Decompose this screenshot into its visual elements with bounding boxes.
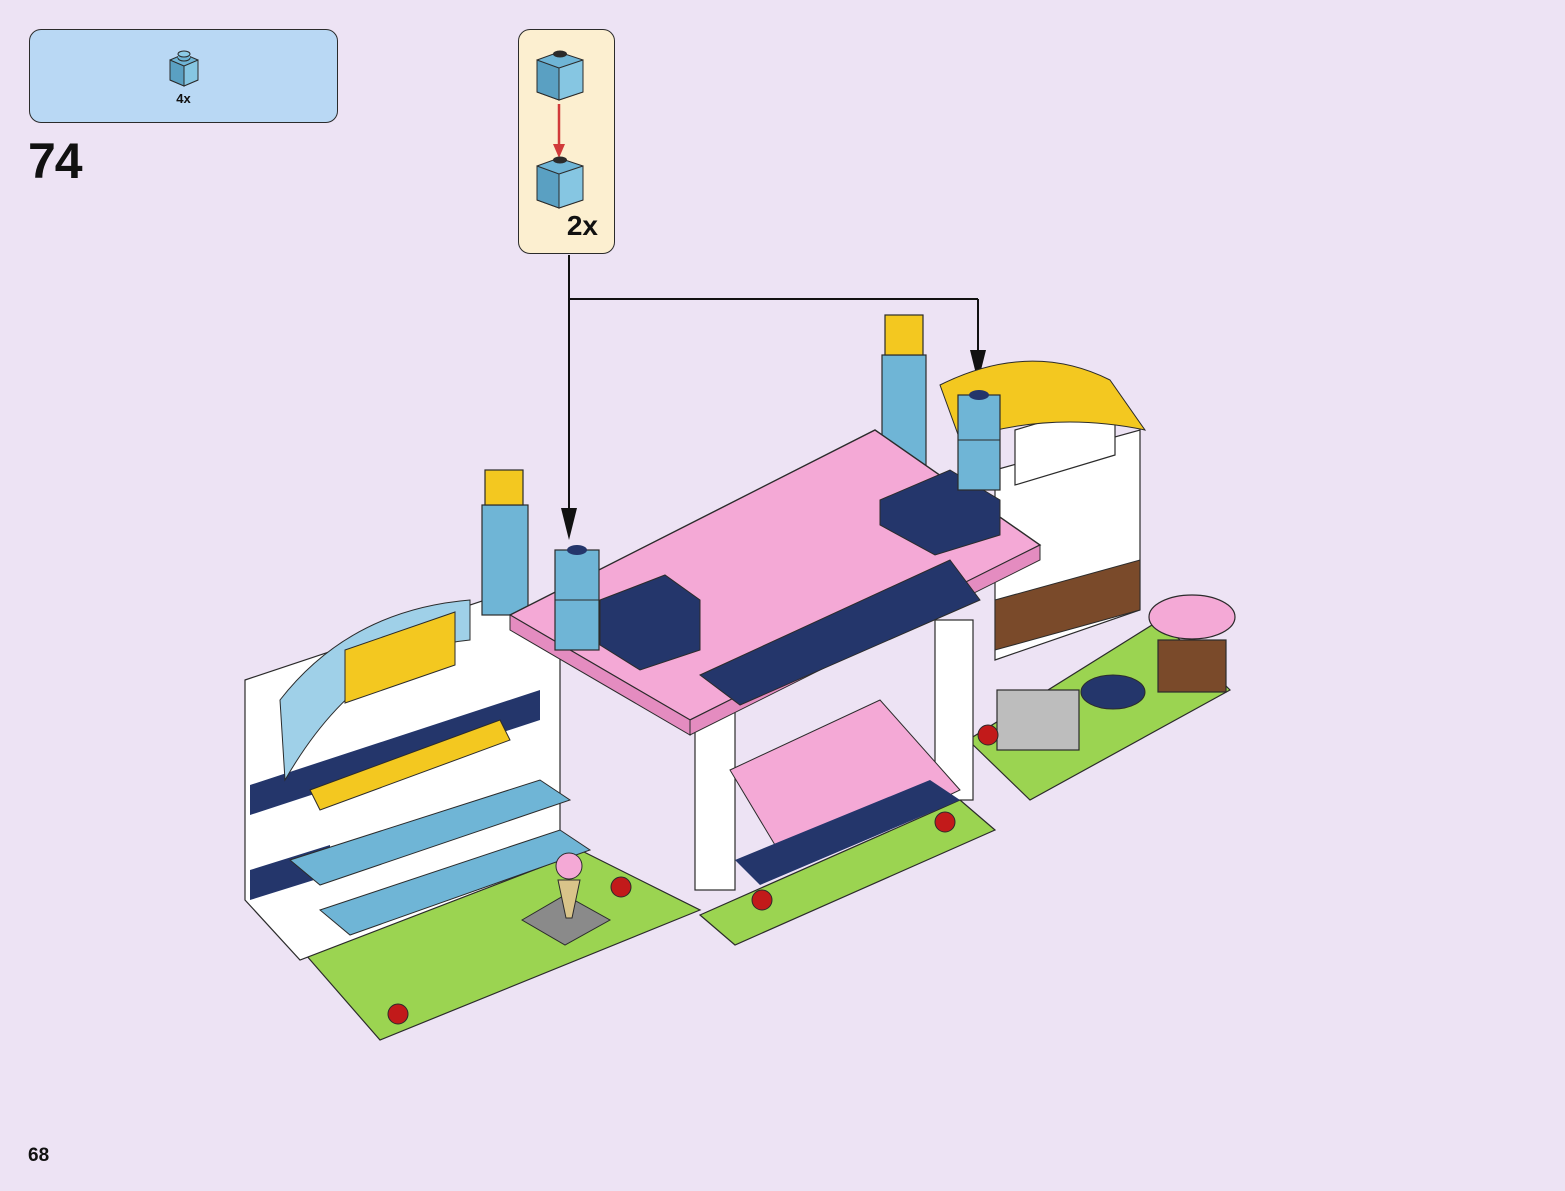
brown-barrel — [1158, 640, 1226, 692]
azure-column-left — [482, 505, 528, 615]
page-number: 68 — [28, 1145, 49, 1167]
red-flower — [752, 890, 772, 910]
red-flower — [611, 877, 631, 897]
yellow-cap-left — [485, 470, 523, 505]
yellow-cap-right — [885, 315, 923, 355]
red-flower — [388, 1004, 408, 1024]
red-flower — [935, 812, 955, 832]
navy-round-plate — [1081, 675, 1145, 709]
arrow-head-left — [561, 508, 577, 540]
placed-brick-stack-left — [555, 545, 599, 650]
pink-bowl — [1149, 595, 1235, 639]
white-pillar-1 — [695, 705, 735, 890]
placed-brick-stack-right — [958, 390, 1000, 490]
ice-cream-scoop — [556, 853, 582, 879]
grey-crate — [997, 690, 1079, 750]
red-flower — [978, 725, 998, 745]
